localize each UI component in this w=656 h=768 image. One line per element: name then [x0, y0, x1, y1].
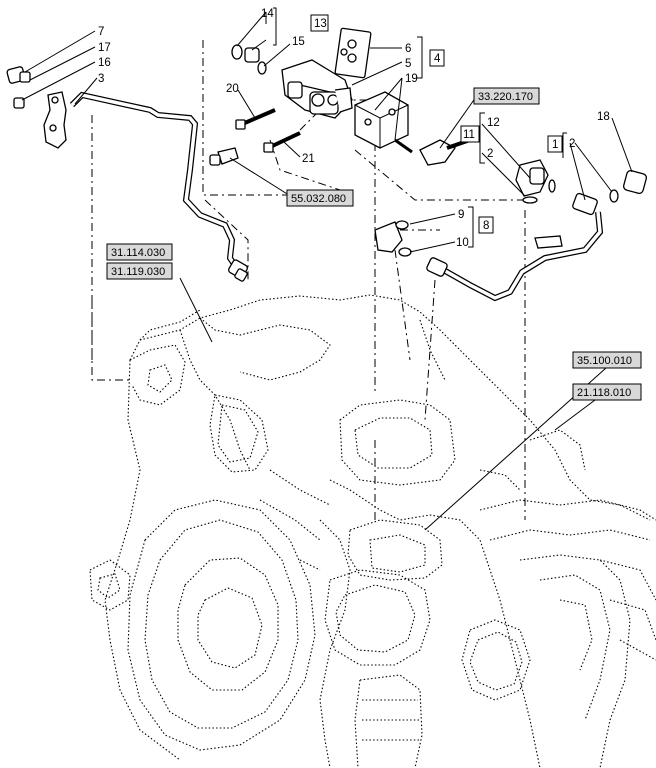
part-label-9: 9 — [458, 209, 464, 221]
valve-block-19 — [354, 91, 413, 154]
transmission-housing — [89, 294, 656, 768]
group-brackets — [273, 7, 567, 248]
group-label-13: 13 — [314, 18, 327, 30]
ref-box-31-119-030 — [106, 262, 173, 280]
part-label-14: 14 — [261, 8, 274, 20]
hose-fitting-center — [419, 138, 471, 166]
part-label-10: 10 — [456, 237, 469, 249]
pipe-3 — [69, 91, 248, 282]
group-box-11 — [460, 125, 480, 143]
bolts — [209, 108, 301, 166]
ref-label-31-119-030: 31.119.030 — [111, 266, 165, 278]
reference-boxes: 33.220.170 55.032.080 31.114.030 31.119.… — [106, 87, 642, 401]
group-box-13 — [310, 14, 329, 32]
ref-box-21-118-010 — [572, 383, 642, 401]
ref-label-21-118-010: 21.118.010 — [577, 387, 631, 399]
part-label-12: 12 — [487, 117, 500, 129]
group-label-8: 8 — [483, 220, 489, 232]
pipe-1 — [426, 192, 604, 302]
part-label-17: 17 — [98, 42, 111, 54]
valve-assembly — [231, 27, 372, 119]
part-label-18: 18 — [597, 111, 610, 123]
part-label-16: 16 — [98, 57, 111, 69]
part-label-3: 3 — [98, 73, 104, 85]
part-label-5: 5 — [405, 58, 411, 70]
ref-box-33-220-170 — [473, 87, 540, 105]
ref-box-31-114-030 — [106, 243, 173, 261]
part-label-21: 21 — [302, 153, 315, 165]
part-label-2-right: 2 — [569, 138, 575, 150]
ref-box-35-100-010 — [572, 351, 642, 369]
part-label-20: 20 — [226, 83, 239, 95]
group-label-11: 11 — [463, 129, 475, 141]
ref-label-31-114-030: 31.114.030 — [111, 247, 165, 259]
part-label-19: 19 — [405, 73, 418, 85]
ref-box-55-032-080 — [286, 189, 354, 207]
part-label-6: 6 — [405, 43, 411, 55]
part-label-15: 15 — [292, 36, 305, 48]
leader-lines — [21, 11, 633, 531]
ref-label-55-032-080: 55.032.080 — [291, 193, 346, 205]
part-label-2-left: 2 — [487, 148, 493, 160]
group-label-1: 1 — [552, 139, 558, 151]
group-box-4 — [429, 49, 445, 67]
group-box-8 — [478, 216, 494, 234]
group-number-boxes: 13 4 8 11 1 — [310, 14, 563, 234]
group-label-4: 4 — [434, 53, 441, 65]
ref-label-33-220-170: 33.220.170 — [478, 91, 533, 103]
fitting-group-left — [6, 66, 67, 149]
part-label-7: 7 — [98, 26, 104, 38]
part-number-labels: 7 17 16 3 14 15 6 5 19 20 21 9 10 12 2 2… — [98, 8, 610, 249]
group-box-1 — [547, 135, 563, 153]
ref-label-35-100-010: 35.100.010 — [577, 355, 632, 367]
elbow-8 — [374, 220, 412, 257]
elbow-fittings — [515, 159, 647, 204]
